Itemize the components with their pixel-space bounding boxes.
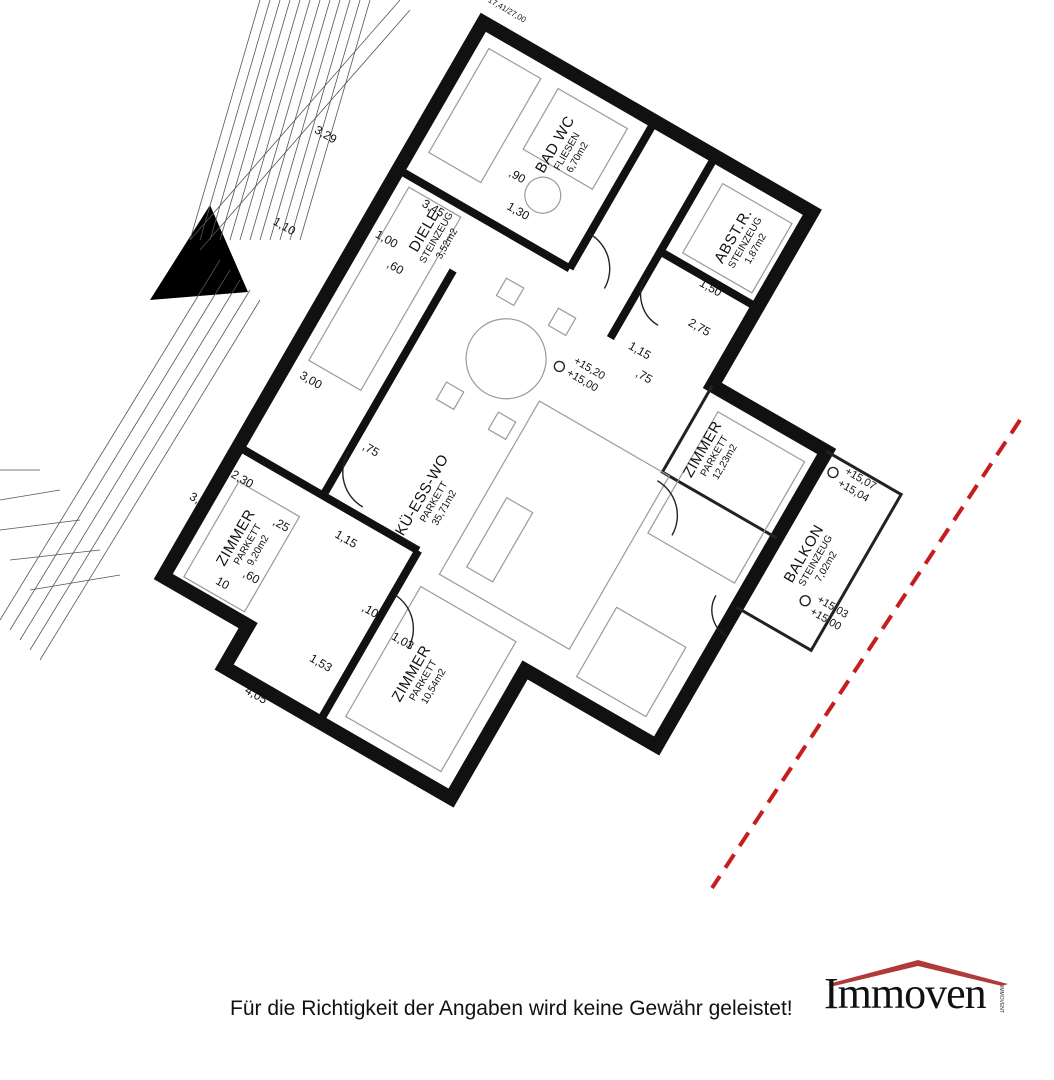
dimension-label: 1,53: [307, 651, 335, 675]
disclaimer-text: Für die Richtigkeit der Angaben wird kei…: [230, 997, 793, 1020]
dimension-label: 1,50: [697, 276, 725, 300]
furniture: [183, 47, 806, 773]
dimension-label: 1,00: [373, 227, 401, 251]
company-logo: Immoven IMMOVENT: [822, 958, 1012, 1028]
dimension-label: ,60: [241, 566, 263, 587]
dimension-label: 2,30: [229, 467, 257, 491]
room-label-kue-ess-wo: KÜ-ESS-WO PARKETT 35,71m2: [391, 451, 459, 539]
dimension-label: ,60: [385, 257, 407, 278]
stair-label: 8 STG 17,41/27,00: [465, 0, 529, 25]
dimension-label: 3,00: [297, 368, 325, 392]
dimension-label: 1,10: [271, 214, 299, 238]
dimension-label: ,75: [360, 439, 382, 460]
north-arrow-icon: [150, 205, 248, 300]
dimension-label: 3,29: [312, 123, 340, 147]
dimension-label: 10: [213, 574, 232, 593]
room-label-balkon: BALKON STEINZEUG 7,02m2: [781, 522, 840, 588]
dimension-label: 1,30: [505, 199, 533, 223]
facade-hatch: [0, 259, 261, 661]
dimension-label: 1,03: [389, 629, 417, 653]
outer-walls: [153, 12, 904, 808]
room-label-abstr: ABST.R. STEINZEUG 1,87m2: [711, 206, 769, 271]
roof-icon: [828, 960, 1008, 986]
dimension-label: 1,15: [626, 339, 654, 363]
room-label-zimmer-3: ZIMMER PARKETT 10,54m2: [389, 642, 449, 706]
dimension-label: ,75: [634, 366, 656, 387]
stair-grid: [189, 0, 411, 251]
door-arcs: [342, 233, 728, 649]
room-label-zimmer-1: ZIMMER PARKETT 12,23m2: [680, 418, 740, 482]
logo-small-text: IMMOVENT: [998, 986, 1004, 1013]
red-boundary: [710, 418, 1022, 890]
dimension-label: ,90: [507, 166, 529, 187]
dimension-label: 2,75: [686, 315, 714, 339]
logo-wordmark: Immoven: [824, 969, 987, 1018]
room-label-bad: BAD WC FLIESEN 6,70m2: [532, 113, 591, 176]
dimension-label: 1,15: [333, 527, 361, 551]
dimension-label: ,25: [271, 514, 293, 535]
